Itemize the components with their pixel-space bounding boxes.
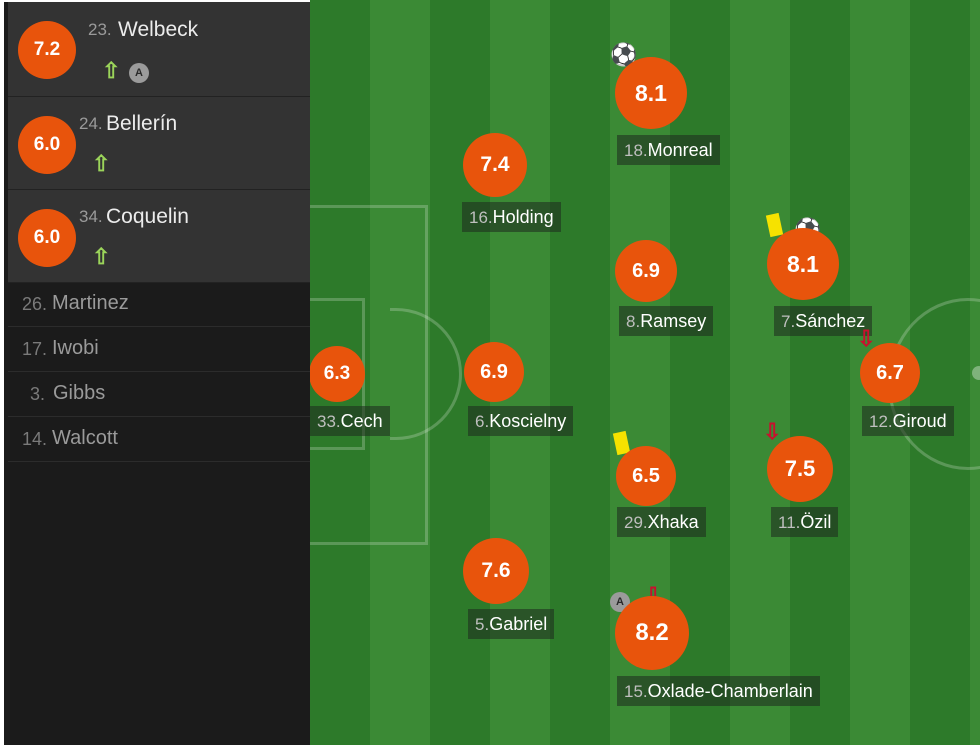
player-number: 17. (22, 339, 48, 359)
player-label: 18.Monreal (617, 135, 720, 165)
sub-in-icon: ⇧ (92, 151, 111, 176)
bench-row-iwobi[interactable]: 17. Iwobi (8, 328, 310, 372)
sub-row-bellerin[interactable]: 6.0 24. Bellerín ⇧ (8, 97, 310, 190)
player-number: 14. (22, 429, 48, 449)
player-number: 3. (30, 384, 46, 404)
player-label: 33.Cech (310, 406, 390, 436)
player-name: Cech (340, 411, 383, 431)
player-number: 33. (317, 412, 341, 431)
rating-badge: 6.5 (616, 446, 676, 506)
rating-badge: 6.9 (464, 342, 524, 402)
player-number: 11. (778, 513, 801, 532)
sub-row-welbeck[interactable]: 7.2 23. Welbeck ⇧ A (8, 2, 310, 97)
panel-top-border (4, 0, 310, 2)
player-name: Koscielny (489, 411, 567, 431)
player-name: Gibbs (53, 382, 106, 404)
sub-in-icon: ⇧ (102, 58, 121, 83)
penalty-arc-line (390, 308, 462, 440)
yellow-card-icon (765, 212, 784, 238)
player-number: 26. (22, 294, 48, 314)
player-label: 12.Giroud (862, 406, 954, 436)
player-name: Coquelin (106, 205, 189, 228)
rating-badge: 6.0 (18, 209, 76, 267)
player-name: Holding (492, 207, 554, 227)
player-name: Sánchez (795, 311, 866, 331)
player-name: Iwobi (52, 337, 99, 359)
bench-row-martinez[interactable]: 26. Martinez (8, 283, 310, 327)
bench-row-walcott[interactable]: 14. Walcott (8, 418, 310, 462)
rating-badge: 6.0 (18, 116, 76, 174)
player-name: Monreal (647, 140, 713, 160)
player-label: 7.Sánchez (774, 306, 873, 336)
player-name: Ramsey (640, 311, 707, 331)
pitch: 6.3 33.Cech 7.4 16.Holding 6.9 6.Kosciel… (310, 0, 980, 745)
player-name: Gabriel (489, 614, 548, 634)
player-name: Martinez (52, 292, 129, 314)
rating-badge: 8.1 (615, 57, 687, 129)
player-number: 5. (475, 615, 490, 634)
player-name: Özil (800, 512, 832, 532)
player-number: 7. (781, 312, 796, 331)
rating-badge: 8.1 (767, 228, 839, 300)
player-number: 34. (79, 207, 103, 226)
player-label: 5.Gabriel (468, 609, 555, 639)
player-number: 8. (626, 312, 641, 331)
player-number: 6. (475, 412, 490, 431)
player-label: 29.Xhaka (617, 507, 706, 537)
rating-badge: 6.3 (310, 346, 365, 402)
substitutes-panel: 7.2 23. Welbeck ⇧ A 6.0 24. Bellerín ⇧ 6… (0, 0, 310, 745)
rating-badge: 7.4 (463, 133, 527, 197)
rating-badge: 7.2 (18, 21, 76, 79)
bench-row-gibbs[interactable]: 3. Gibbs (8, 373, 310, 417)
player-name: Oxlade-Chamberlain (647, 681, 813, 701)
player-number: 18. (624, 141, 648, 160)
sub-out-icon: ⇩ (857, 326, 876, 351)
player-label: 15.Oxlade-Chamberlain (617, 676, 820, 706)
player-name: Xhaka (647, 512, 699, 532)
center-spot (972, 366, 980, 380)
sub-in-icon: ⇧ (92, 244, 111, 269)
rating-badge: 6.9 (615, 240, 677, 302)
player-name: Welbeck (118, 18, 199, 41)
player-label: 6.Koscielny (468, 406, 574, 436)
sub-row-coquelin[interactable]: 6.0 34. Coquelin ⇧ (8, 190, 310, 283)
assist-icon: A (129, 63, 149, 83)
player-label: 16.Holding (462, 202, 561, 232)
player-number: 23. (88, 20, 112, 39)
player-name: Giroud (892, 411, 947, 431)
sub-out-icon: ⇩ (763, 419, 782, 444)
rating-badge: 8.2 (615, 596, 689, 670)
player-number: 16. (469, 208, 493, 227)
rating-badge: 6.7 (860, 343, 920, 403)
rating-badge: 7.5 (767, 436, 833, 502)
player-name: Bellerín (106, 112, 178, 135)
player-number: 29. (624, 513, 648, 532)
player-label: 11.Özil (771, 507, 839, 537)
player-name: Walcott (52, 427, 118, 449)
player-number: 15. (624, 682, 648, 701)
player-number: 12. (869, 412, 893, 431)
player-number: 24. (79, 114, 103, 133)
rating-badge: 7.6 (463, 538, 529, 604)
player-label: 8.Ramsey (619, 306, 714, 336)
